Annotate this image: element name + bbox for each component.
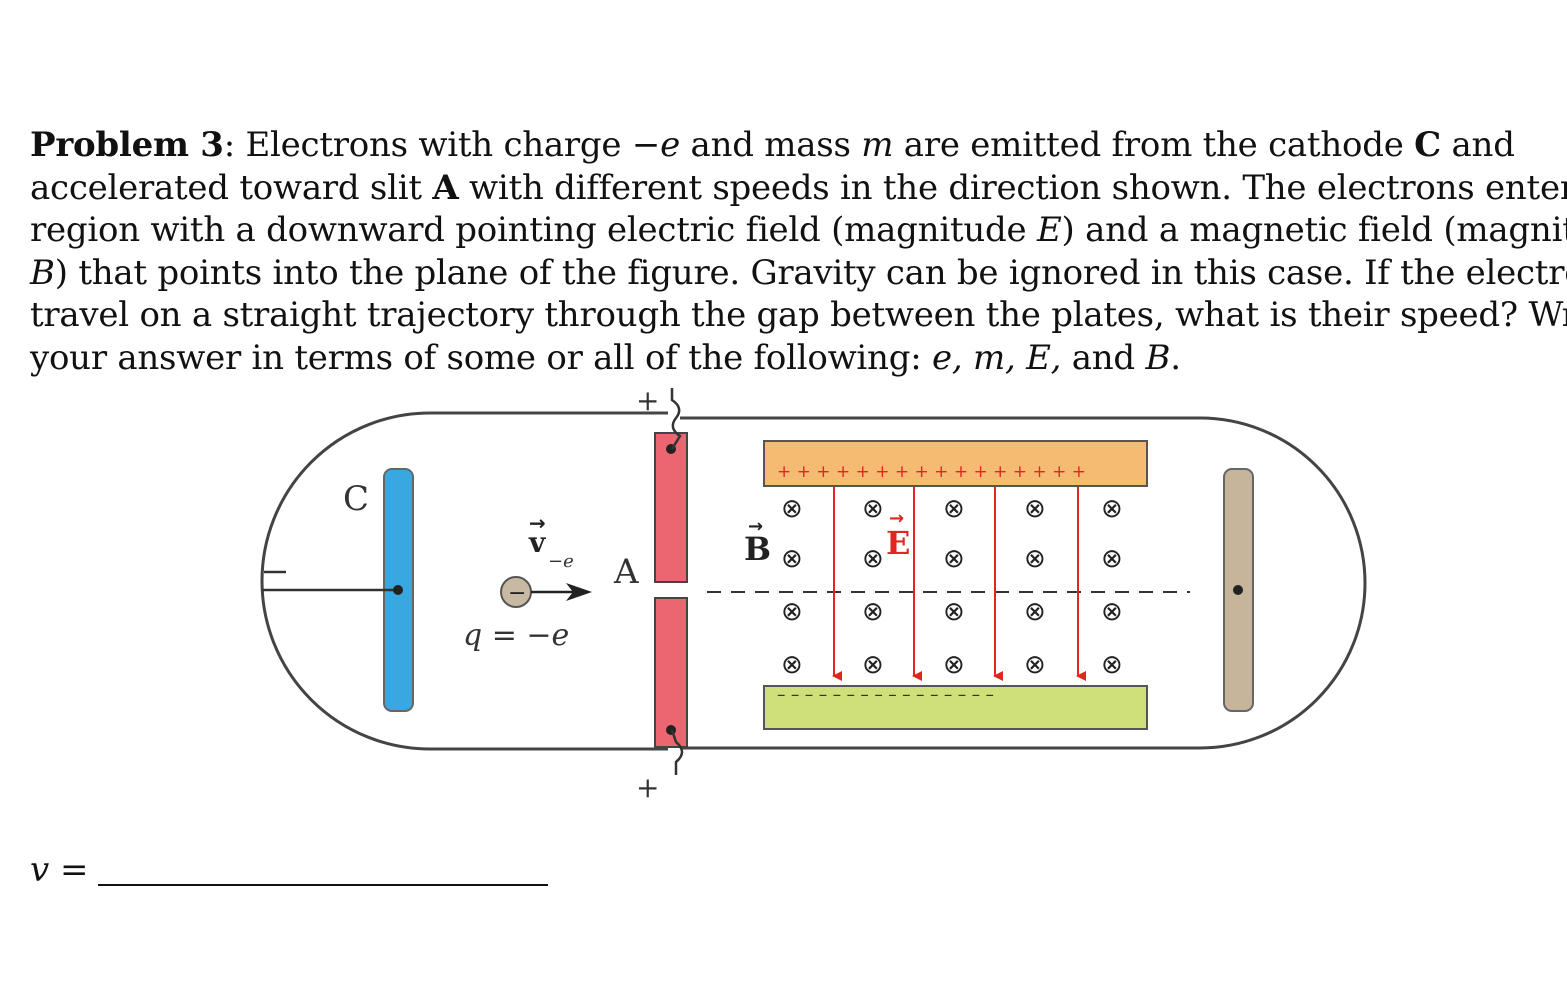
b-into-page-icon: ⊗ — [781, 544, 803, 574]
tube-outline — [260, 411, 668, 751]
problem-line-5: travel on a straight trajectory through … — [30, 294, 1567, 337]
b-into-page-icon: ⊗ — [1101, 494, 1123, 524]
electron-sign: − — [508, 581, 526, 606]
velocity-arrow-accent: → — [529, 511, 546, 535]
b-into-page-icon: ⊗ — [781, 597, 803, 627]
b-into-page-icon: ⊗ — [862, 494, 884, 524]
problem-text: accelerated toward slit — [30, 167, 433, 208]
b-field-label: B — [744, 530, 771, 568]
problem-text: are emitted from the cathode — [893, 125, 1415, 165]
problem-label: Problem 3 — [30, 125, 224, 165]
mass-symbol: m — [861, 125, 894, 165]
problem-text: with different speeds in the direction s… — [458, 167, 1567, 208]
top-plate-charges: + + + + + + + + + + + + + + + + — [777, 462, 1086, 482]
b-field-symbols: ⊗ ⊗ ⊗ ⊗ ⊗ ⊗ ⊗ ⊗ ⊗ ⊗ ⊗ ⊗ ⊗ ⊗ ⊗ ⊗ ⊗ ⊗ ⊗ ⊗ — [781, 494, 1123, 680]
slit-plate-top — [654, 432, 688, 583]
electron-charge-label: −e — [548, 551, 574, 572]
slit-wire-top — [670, 388, 682, 450]
charge-label: q = −e — [463, 618, 569, 653]
answer-blank — [98, 884, 548, 886]
b-into-page-icon: ⊗ — [1101, 650, 1123, 680]
b-into-page-icon: ⊗ — [1101, 597, 1123, 627]
b-into-page-icon: ⊗ — [1024, 494, 1046, 524]
slit-wire-bottom — [670, 729, 684, 775]
cathode-symbol: C — [1414, 125, 1441, 165]
b-into-page-icon: ⊗ — [862, 544, 884, 574]
cathode-terminal — [393, 585, 403, 595]
slit-label: A — [613, 552, 639, 592]
problem-statement: Problem 3: Electrons with charge −e and … — [30, 124, 1567, 380]
problem-text: and — [1440, 125, 1515, 165]
slit-terminal-bottom — [666, 725, 676, 735]
problem-line-2: accelerated toward slit A with different… — [30, 167, 1567, 210]
problem-line-1: Problem 3: Electrons with charge −e and … — [30, 124, 1560, 167]
b-into-page-icon: ⊗ — [862, 597, 884, 627]
variable-list: e, m, E, — [931, 337, 1062, 378]
problem-text: ) that points into the plane of the figu… — [54, 252, 1567, 293]
b-into-page-icon: ⊗ — [1024, 650, 1046, 680]
top-plus-sign: + — [636, 384, 659, 417]
top-plate — [763, 440, 1148, 487]
problem-text: Electrons with charge — [245, 125, 632, 165]
b-into-page-icon: ⊗ — [1101, 544, 1123, 574]
e-field-label: E — [886, 524, 910, 562]
slit-symbol: A — [432, 167, 459, 208]
velocity-arrow-head — [566, 583, 592, 601]
problem-line-4: B) that points into the plane of the fig… — [30, 252, 1567, 295]
b-into-page-icon: ⊗ — [1024, 544, 1046, 574]
b-into-page-icon: ⊗ — [943, 544, 965, 574]
b-into-page-icon: ⊗ — [1024, 597, 1046, 627]
answer-prompt: v = — [30, 850, 89, 890]
velocity-label: v — [528, 526, 546, 559]
slit-plate-bottom — [654, 597, 688, 748]
problem-text: travel on a straight trajectory through … — [30, 295, 1567, 335]
problem-line-3: region with a downward pointing electric… — [30, 209, 1567, 252]
e-field-arrows — [832, 487, 1086, 681]
problem-text: . — [1170, 337, 1181, 378]
problem-line-6: your answer in terms of some or all of t… — [30, 337, 1560, 380]
bottom-plate-charges: – – – – – – – – – – – – – – – – — [777, 685, 994, 705]
problem-text: your answer in terms of some or all of t… — [30, 337, 932, 378]
bottom-plus-sign: + — [636, 771, 659, 804]
b-into-page-icon: ⊗ — [781, 494, 803, 524]
problem-text: and mass — [679, 125, 862, 165]
bottom-plate — [763, 685, 1148, 730]
b-field-symbol: B — [1145, 337, 1171, 378]
b-into-page-icon: ⊗ — [781, 650, 803, 680]
screen-terminal — [1233, 585, 1243, 595]
problem-separator: : — [223, 125, 246, 165]
b-field-symbol: B — [30, 252, 55, 293]
answer-variable: v — [30, 850, 50, 890]
cathode-label: C — [343, 479, 369, 519]
e-field-arrow-accent: → — [889, 508, 904, 529]
e-field-symbol: E — [1036, 210, 1062, 250]
problem-text: and — [1061, 337, 1146, 378]
b-into-page-icon: ⊗ — [943, 597, 965, 627]
answer-equals: = — [49, 850, 89, 890]
charge-symbol: −e — [631, 125, 680, 165]
tube-outline-right — [680, 416, 1367, 750]
b-into-page-icon: ⊗ — [862, 650, 884, 680]
b-into-page-icon: ⊗ — [943, 494, 965, 524]
problem-text: region with a downward pointing electric… — [30, 210, 1037, 250]
b-into-page-icon: ⊗ — [943, 650, 965, 680]
b-field-arrow-accent: → — [748, 516, 763, 537]
problem-text: ) and a magnetic field (magnitude — [1061, 210, 1567, 250]
